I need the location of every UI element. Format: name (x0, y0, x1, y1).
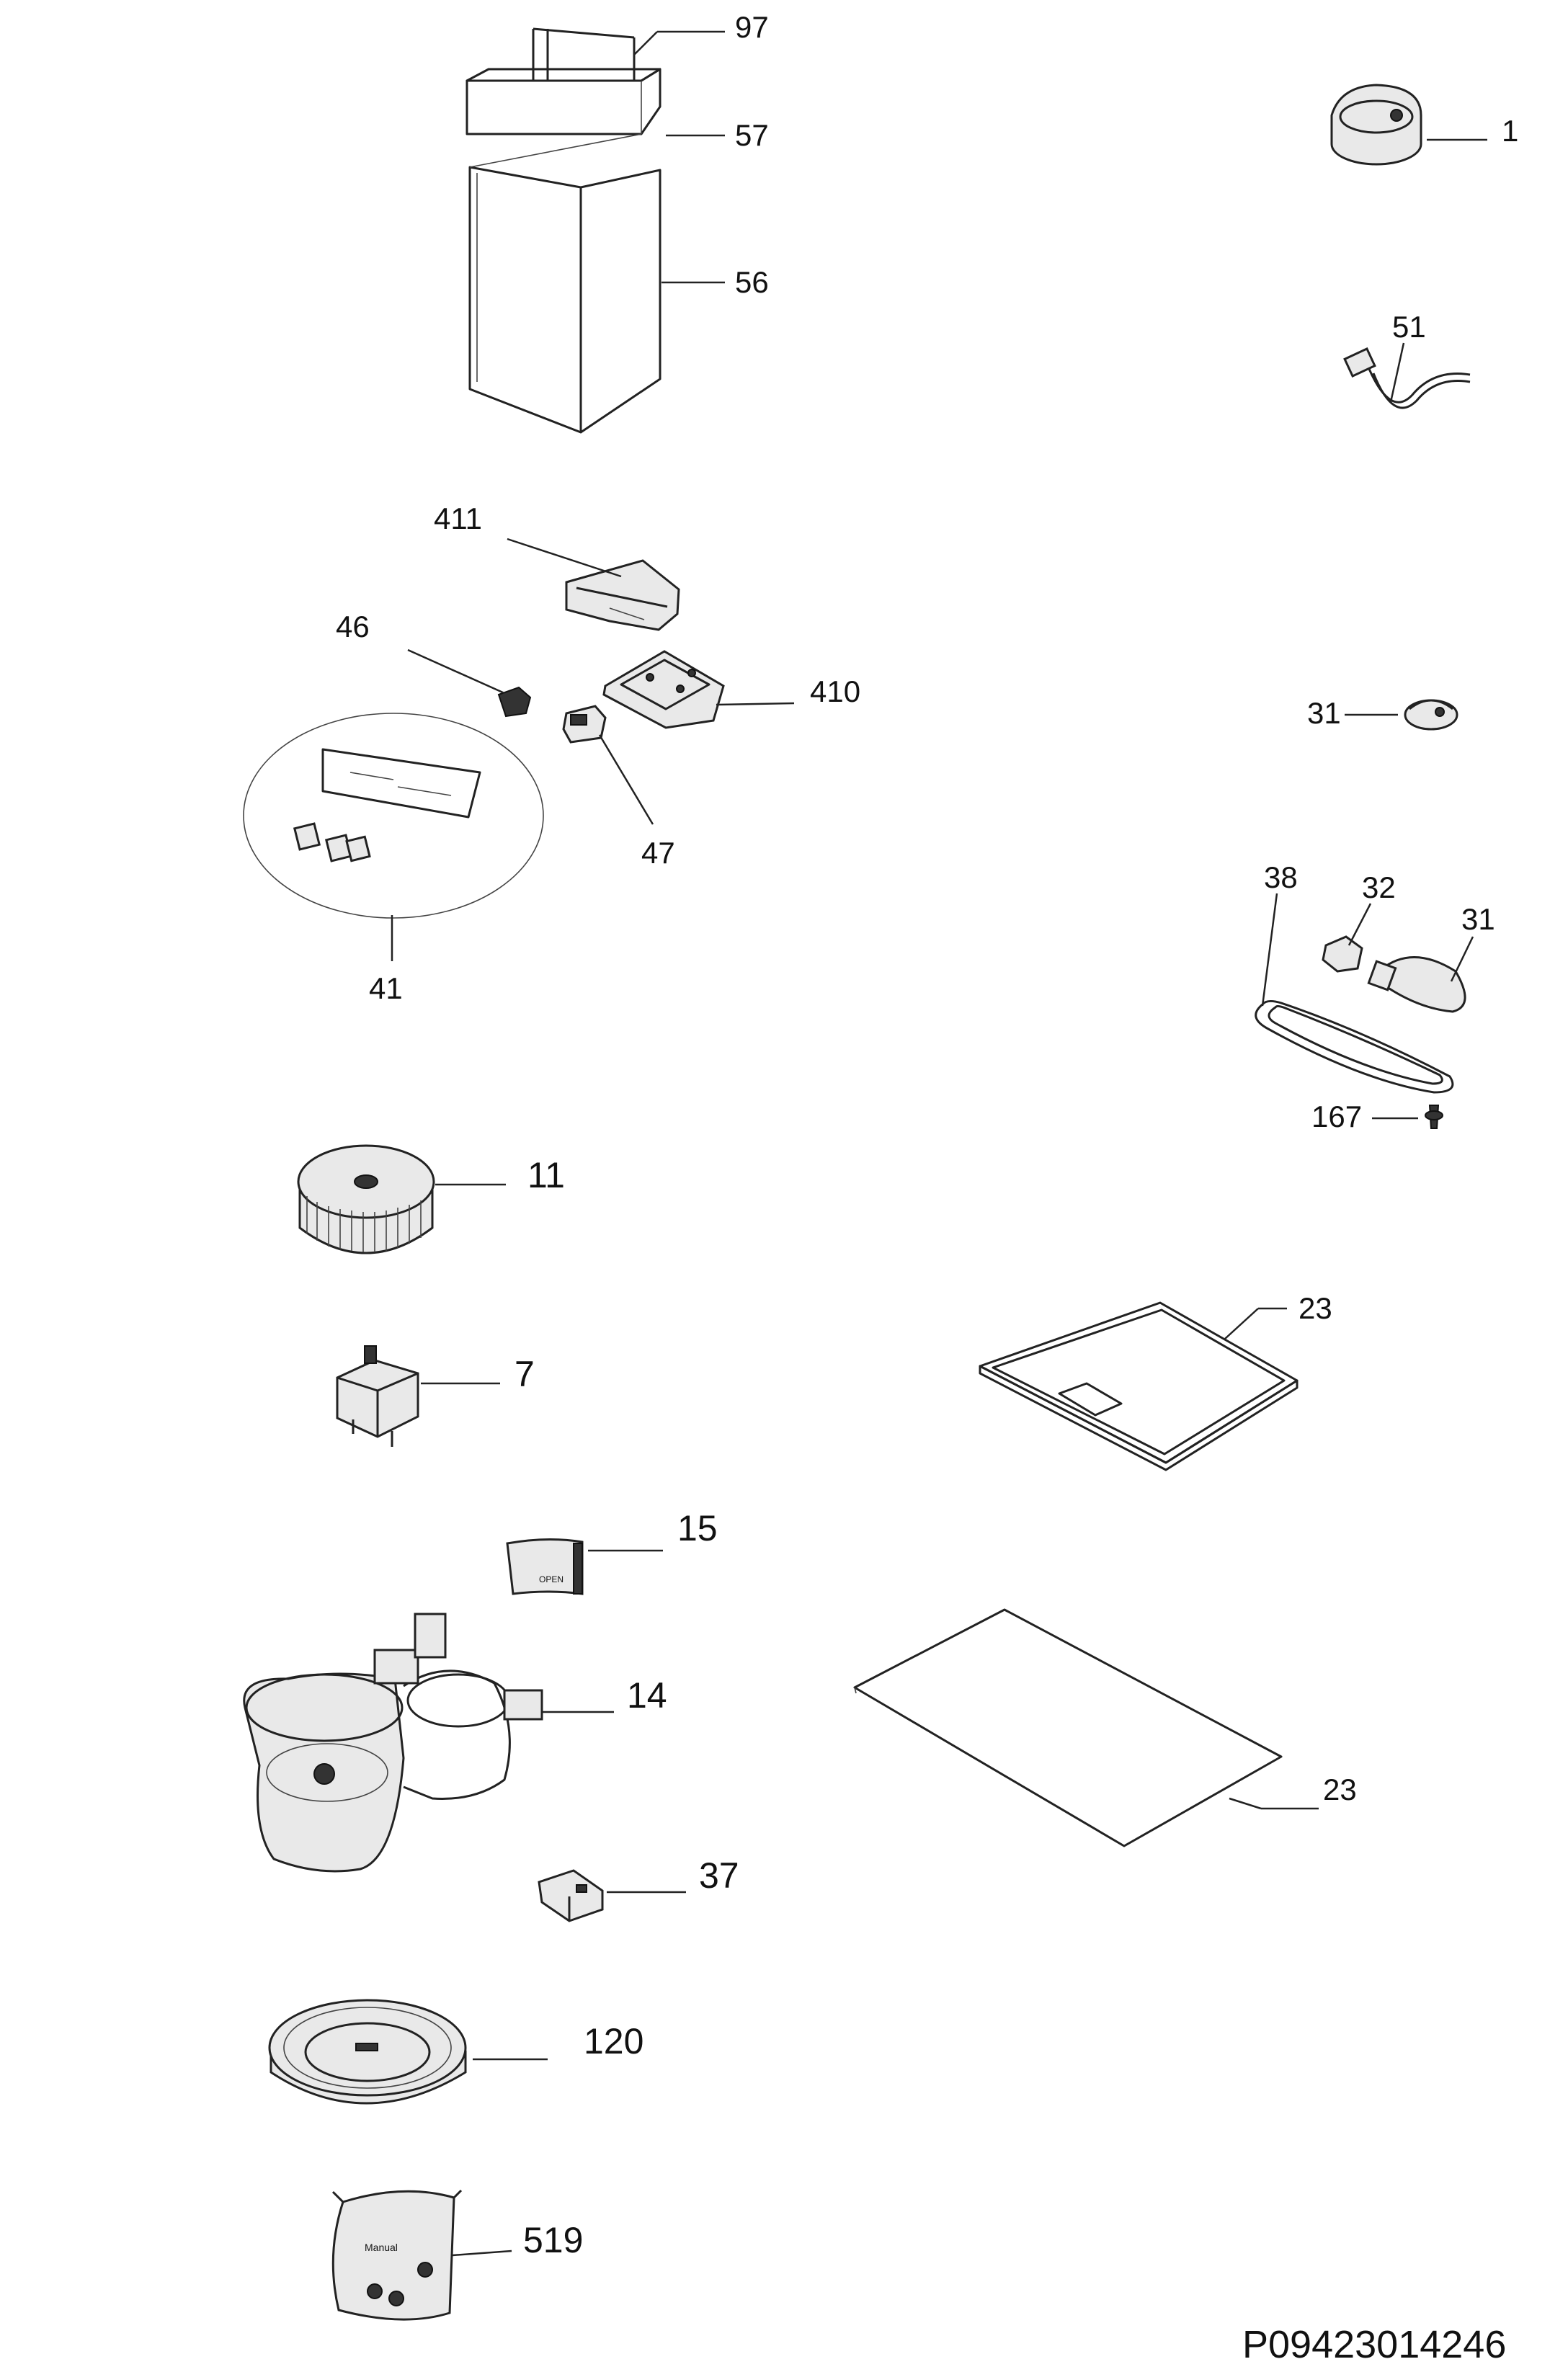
callout-167: 167 (1311, 1100, 1362, 1133)
bag-stamp: Manual (365, 2242, 398, 2253)
callout-519: 519 (523, 2220, 583, 2260)
lamp-cap-31-part (1404, 699, 1458, 731)
callout-31b: 31 (1461, 902, 1495, 936)
callout-1: 1 (1502, 114, 1518, 148)
leader-51 (1389, 342, 1405, 403)
grease-filter-part (979, 1301, 1298, 1471)
leader-32 (1348, 903, 1372, 946)
impeller-part (297, 1144, 435, 1254)
carbon-filter-part (268, 1999, 467, 2105)
callout-411: 411 (434, 501, 482, 535)
callout-15: 15 (677, 1508, 718, 1548)
cable-part (1343, 347, 1471, 409)
leader-411 (507, 538, 622, 578)
callout-410: 410 (810, 674, 860, 708)
clip-stamp: OPEN (539, 1574, 564, 1584)
leader-31b (1450, 936, 1474, 982)
callout-23b: 23 (1323, 1773, 1357, 1806)
electronic-board-part (602, 650, 725, 729)
callout-31a: 31 (1307, 696, 1341, 730)
callout-51: 51 (1392, 310, 1426, 344)
leader-410 (716, 702, 795, 706)
clip-15-part: OPEN (506, 1538, 584, 1595)
accessory-bag-part: Manual (331, 2189, 463, 2321)
chimney-assembly (466, 27, 662, 434)
callout-57: 57 (735, 118, 769, 152)
switch-block-7-part (336, 1345, 419, 1447)
callout-97: 97 (735, 10, 769, 44)
callout-23a: 23 (1298, 1291, 1332, 1325)
leader-23b (1229, 1797, 1262, 1810)
callout-56: 56 (735, 265, 769, 299)
control-panel-41-part (243, 713, 544, 919)
callout-47: 47 (641, 836, 675, 870)
leader-23a (1224, 1308, 1259, 1339)
leader-519 (452, 2250, 512, 2257)
switch-47-part (562, 705, 607, 744)
lamp-holder-part (1330, 84, 1422, 166)
motor-housing-part (243, 1613, 543, 1873)
callout-32: 32 (1362, 870, 1396, 904)
leader-38 (1261, 893, 1278, 1007)
callout-46: 46 (336, 610, 370, 643)
callout-11: 11 (527, 1155, 565, 1195)
callout-7: 7 (514, 1354, 535, 1394)
leader-47 (598, 734, 654, 825)
leader-97 (633, 31, 658, 55)
socket-37-part (538, 1869, 604, 1922)
control-cover-part (565, 559, 680, 631)
callout-38: 38 (1264, 860, 1298, 894)
drawing-code: P09423014246 (1242, 2323, 1506, 2366)
callout-37: 37 (699, 1855, 739, 1896)
filter-sheet-part (853, 1608, 1283, 1847)
switch-46-part (497, 686, 532, 718)
callout-120: 120 (584, 2021, 643, 2061)
callout-41: 41 (369, 971, 403, 1005)
lamp-assembly (1255, 935, 1466, 1129)
leader-46 (407, 648, 505, 695)
callout-14: 14 (627, 1675, 667, 1716)
